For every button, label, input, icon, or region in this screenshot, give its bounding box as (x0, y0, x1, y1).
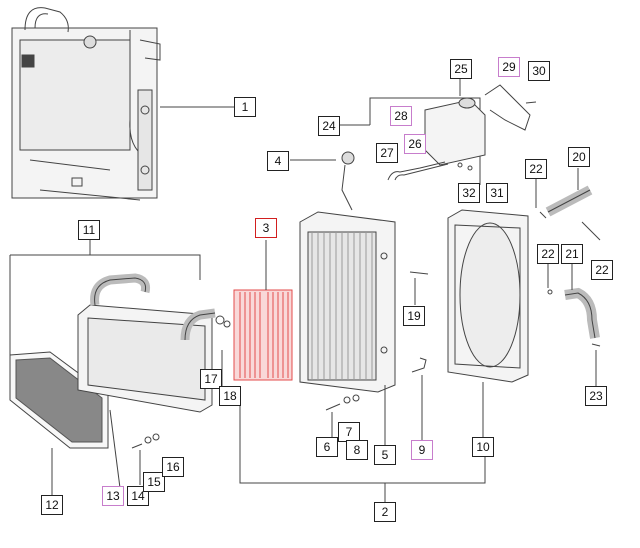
callout-21[interactable]: 21 (561, 244, 583, 264)
expansion-tank (340, 78, 537, 185)
callout-29[interactable]: 29 (498, 57, 520, 77)
bolt-set-left (131, 433, 160, 485)
fan-shroud (447, 209, 529, 437)
callout-31[interactable]: 31 (486, 183, 508, 203)
callout-10[interactable]: 10 (472, 437, 494, 457)
callout-11[interactable]: 11 (78, 220, 100, 240)
assembly-bracket (239, 400, 486, 502)
assembled-cooling-unit (11, 7, 161, 201)
bolt-set-center (325, 394, 360, 437)
intercooler (77, 273, 231, 489)
callout-16[interactable]: 16 (162, 457, 184, 477)
callout-30[interactable]: 30 (528, 61, 550, 81)
callout-6[interactable]: 6 (316, 437, 338, 457)
callout-25[interactable]: 25 (450, 59, 472, 79)
callout-2[interactable]: 2 (374, 502, 396, 522)
screw (409, 271, 429, 305)
callout-26[interactable]: 26 (404, 134, 426, 154)
callout-7[interactable]: 7 (338, 422, 360, 442)
callout-17[interactable]: 17 (200, 369, 222, 389)
callout-32[interactable]: 32 (458, 183, 480, 203)
callout-15[interactable]: 15 (143, 472, 165, 492)
callout-22-right[interactable]: 22 (591, 260, 613, 280)
callout-13[interactable]: 13 (102, 486, 124, 506)
coolant-hoses (535, 168, 601, 388)
callout-22-middle[interactable]: 22 (537, 244, 559, 264)
callout-4[interactable]: 4 (267, 151, 289, 171)
callout-1[interactable]: 1 (234, 97, 256, 117)
callout-5[interactable]: 5 (374, 445, 396, 465)
callout-27[interactable]: 27 (376, 143, 398, 163)
mesh-grille (9, 351, 109, 495)
callout-9[interactable]: 9 (411, 440, 433, 460)
drain-plug (411, 357, 427, 440)
callout-18[interactable]: 18 (219, 386, 241, 406)
callout-20[interactable]: 20 (568, 147, 590, 167)
callout-12[interactable]: 12 (41, 495, 63, 515)
callout-24[interactable]: 24 (318, 116, 340, 136)
callout-28[interactable]: 28 (390, 106, 412, 126)
callout-22-upper[interactable]: 22 (525, 159, 547, 179)
callout-19[interactable]: 19 (403, 306, 425, 326)
callout-3[interactable]: 3 (255, 218, 277, 238)
callout-8[interactable]: 8 (346, 440, 368, 460)
main-radiator (299, 211, 396, 445)
radiator-cap (290, 151, 355, 211)
callout-23[interactable]: 23 (585, 386, 607, 406)
filter-element (233, 240, 293, 381)
